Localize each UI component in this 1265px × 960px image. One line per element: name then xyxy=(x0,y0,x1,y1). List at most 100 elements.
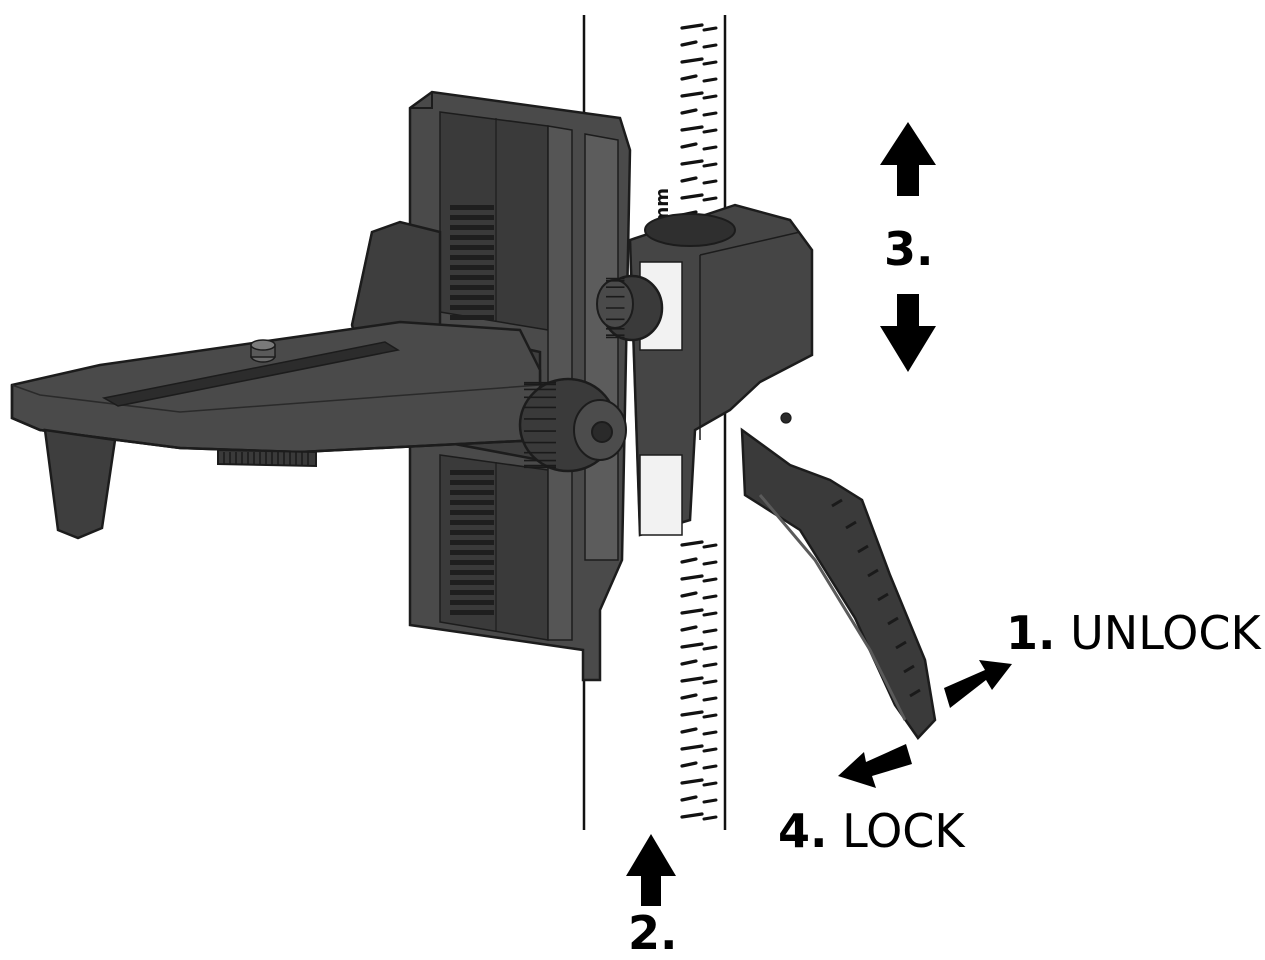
vent-slot xyxy=(450,500,494,505)
vent-slots-upper xyxy=(450,205,494,320)
arrow-up-icon xyxy=(880,122,936,196)
vent-slot xyxy=(450,550,494,555)
scale-tick xyxy=(702,815,718,821)
scale-tick xyxy=(702,162,718,168)
scale-tick xyxy=(680,778,704,785)
arrow-up-icon xyxy=(626,834,676,906)
clamp-lever[interactable] xyxy=(740,427,937,740)
grip-notch xyxy=(887,616,899,626)
vent-slot xyxy=(450,245,494,250)
scale-tick xyxy=(702,679,718,685)
scale-tick xyxy=(680,642,704,649)
vent-slot xyxy=(450,235,494,240)
scale-tick xyxy=(702,145,718,151)
step-label-lock: 4. LOCK xyxy=(778,808,965,854)
scale-tick xyxy=(680,125,704,132)
scale-tick xyxy=(680,744,704,751)
vent-slot xyxy=(450,285,494,290)
vent-slot xyxy=(450,315,494,320)
scale-tick xyxy=(680,142,698,149)
scale-tick xyxy=(702,696,718,702)
scale-tick xyxy=(680,91,704,98)
scale-tick xyxy=(680,74,698,81)
step-label-unlock: 1. UNLOCK xyxy=(1006,610,1261,656)
vent-slot xyxy=(450,265,494,270)
step-label-3: 3. xyxy=(884,226,933,272)
step-word: LOCK xyxy=(842,804,965,858)
vent-slot xyxy=(450,305,494,310)
scale-tick xyxy=(680,23,704,30)
base-arm-plate xyxy=(10,320,542,454)
scale-tick xyxy=(702,26,718,32)
scale-tick xyxy=(702,798,718,804)
scale-tick xyxy=(702,611,718,617)
vent-slot xyxy=(450,560,494,565)
step-word: UNLOCK xyxy=(1070,606,1261,660)
scale-tick xyxy=(702,60,718,66)
scale-tick xyxy=(702,662,718,668)
vent-slot xyxy=(450,540,494,545)
vent-slot xyxy=(450,255,494,260)
scale-tick xyxy=(702,645,718,651)
scale-tick xyxy=(680,40,698,47)
scale-tick xyxy=(702,560,718,566)
scale-tick xyxy=(680,812,704,819)
vent-slot xyxy=(450,205,494,210)
vent-slot xyxy=(450,490,494,495)
grip-notch xyxy=(909,688,921,698)
scale-tick xyxy=(702,781,718,787)
scale-tick xyxy=(680,159,704,166)
vent-slot xyxy=(450,520,494,525)
vent-slot xyxy=(450,570,494,575)
grip-notch xyxy=(831,498,843,508)
scale-tick xyxy=(702,43,718,49)
scale-tick xyxy=(702,594,718,600)
scale-tick xyxy=(680,795,698,802)
vent-slot xyxy=(450,510,494,515)
scale-tick xyxy=(702,111,718,117)
scale-tick xyxy=(680,193,704,200)
vent-slots-lower xyxy=(450,470,494,615)
scale-tick xyxy=(680,608,704,615)
scale-tick xyxy=(702,94,718,100)
grip-notch xyxy=(857,544,869,554)
rod-clamp-housing xyxy=(628,203,814,537)
scale-tick xyxy=(702,543,718,549)
scale-tick xyxy=(702,764,718,770)
lower-adjust-knob[interactable] xyxy=(518,377,627,473)
scale-tick xyxy=(680,176,698,183)
scale-tick xyxy=(702,128,718,134)
grip-notch xyxy=(903,664,915,674)
scale-tick xyxy=(680,761,698,768)
arrow-down-icon xyxy=(880,294,936,372)
scale-tick xyxy=(680,557,698,564)
vent-slot xyxy=(450,580,494,585)
scale-tick xyxy=(680,591,698,598)
vent-slot xyxy=(450,530,494,535)
upper-adjust-knob[interactable] xyxy=(596,274,664,342)
grip-notch xyxy=(877,592,889,602)
scale-tick xyxy=(680,693,698,700)
vent-slot xyxy=(450,295,494,300)
grip-notch xyxy=(845,520,857,530)
arrow-diagonal-up-icon xyxy=(944,660,1012,708)
vent-slot xyxy=(450,470,494,475)
scale-tick xyxy=(702,628,718,634)
grip-notch xyxy=(867,568,879,578)
scale-tick xyxy=(680,659,698,666)
scale-tick xyxy=(680,57,704,64)
scale-tick xyxy=(680,574,704,581)
lever-grip-notches xyxy=(831,498,921,698)
vent-slot xyxy=(450,590,494,595)
step-number: 4. xyxy=(778,804,828,858)
support-foot xyxy=(43,428,117,540)
step-number: 1. xyxy=(1006,606,1056,660)
scale-tick xyxy=(702,179,718,185)
scale-tick xyxy=(702,196,718,202)
scale-tick xyxy=(702,747,718,753)
vent-slot xyxy=(450,600,494,605)
step-number: 2. xyxy=(628,906,678,960)
vent-slot xyxy=(450,215,494,220)
vent-slot xyxy=(450,610,494,615)
